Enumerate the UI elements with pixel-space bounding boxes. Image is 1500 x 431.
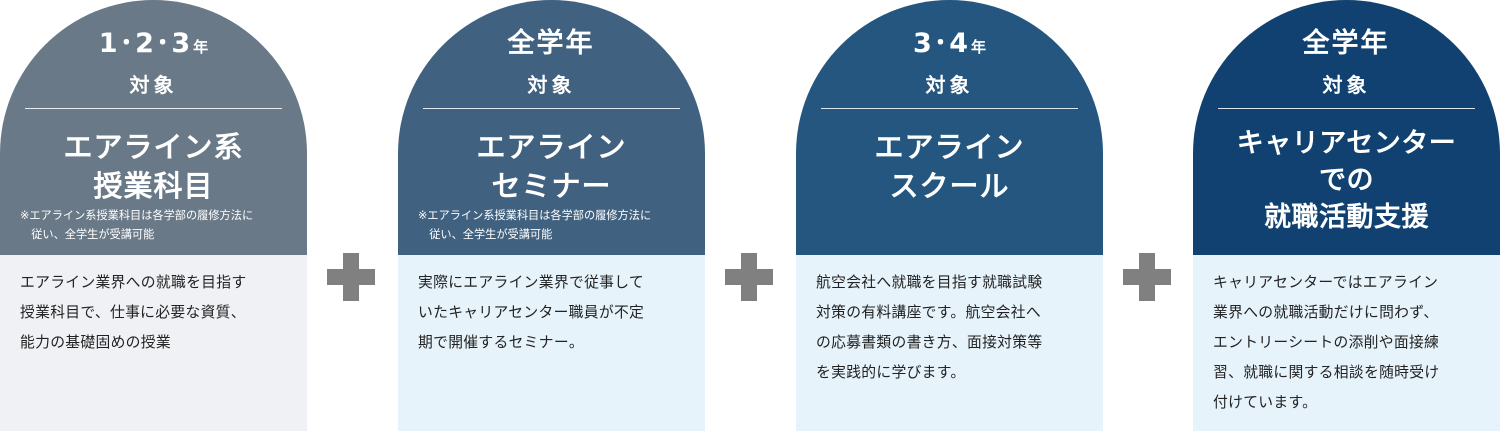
card-description: 実際にエアライン業界で従事して いたキャリアセンター職員が不定 期で開催するセミ… bbox=[418, 274, 645, 351]
target-grade-suffix: 年 bbox=[971, 38, 987, 56]
target-grade: 全学年 bbox=[1193, 30, 1500, 57]
target-grade: 全学年 bbox=[398, 30, 705, 57]
header-divider bbox=[821, 108, 1078, 109]
plus-icon bbox=[327, 253, 375, 301]
card-body: キャリアセンターではエアライン 業界への就職活動だけに問わず、 エントリーシート… bbox=[1193, 255, 1500, 431]
target-label: 対象 bbox=[129, 73, 178, 97]
card-title: キャリアセンター での 就職活動支援 bbox=[1236, 128, 1457, 233]
header-divider bbox=[1218, 108, 1475, 109]
card-title: エアライン スクール bbox=[874, 130, 1025, 203]
plus-icon bbox=[725, 253, 773, 301]
card-header: 全学年 対象 エアライン セミナー ※エアライン系授業科目は各学部の履修方法に … bbox=[398, 0, 705, 255]
card-description: キャリアセンターではエアライン 業界への就職活動だけに問わず、 エントリーシート… bbox=[1213, 274, 1440, 411]
target-grade-main: 全学年 bbox=[1302, 28, 1390, 59]
card-body: 航空会社へ就職を目指す就職試験 対策の有料講座です。航空会社へ の応募書類の書き… bbox=[796, 255, 1103, 431]
card-header: 1･2･3年 対象 エアライン系 授業科目 ※エアライン系授業科目は各学部の履修… bbox=[0, 0, 307, 255]
program-card-airline-courses: 1･2･3年 対象 エアライン系 授業科目 ※エアライン系授業科目は各学部の履修… bbox=[0, 0, 307, 431]
card-note: ※エアライン系授業科目は各学部の履修方法に 従い、全学生が受講可能 bbox=[418, 209, 652, 241]
program-card-airline-seminar: 全学年 対象 エアライン セミナー ※エアライン系授業科目は各学部の履修方法に … bbox=[398, 0, 705, 431]
card-body: 実際にエアライン業界で従事して いたキャリアセンター職員が不定 期で開催するセミ… bbox=[398, 255, 705, 431]
plus-icon bbox=[1123, 253, 1171, 301]
card-title: エアライン系 授業科目 bbox=[63, 130, 244, 203]
target-grade-suffix: 年 bbox=[193, 38, 209, 56]
target-grade-main: 3･4 bbox=[912, 28, 971, 59]
card-description: エアライン業界への就職を目指す 授業科目で、仕事に必要な資質、 能力の基礎固めの… bbox=[20, 274, 247, 351]
card-header: 全学年 対象 キャリアセンター での 就職活動支援 bbox=[1193, 0, 1500, 255]
program-card-career-center: 全学年 対象 キャリアセンター での 就職活動支援 キャリアセンターではエアライ… bbox=[1193, 0, 1500, 431]
header-divider bbox=[423, 108, 680, 109]
target-grade-main: 1･2･3 bbox=[98, 28, 193, 59]
target-label: 対象 bbox=[1322, 73, 1371, 97]
card-title: エアライン セミナー bbox=[476, 130, 627, 203]
card-header: 3･4年 対象 エアライン スクール bbox=[796, 0, 1103, 255]
target-grade: 3･4年 bbox=[796, 30, 1103, 57]
card-note: ※エアライン系授業科目は各学部の履修方法に 従い、全学生が受講可能 bbox=[20, 209, 254, 241]
target-label: 対象 bbox=[925, 73, 974, 97]
card-description: 航空会社へ就職を目指す就職試験 対策の有料講座です。航空会社へ の応募書類の書き… bbox=[816, 274, 1043, 381]
header-divider bbox=[25, 108, 282, 109]
target-label: 対象 bbox=[527, 73, 576, 97]
target-grade: 1･2･3年 bbox=[0, 30, 307, 57]
target-grade-main: 全学年 bbox=[507, 28, 595, 59]
card-body: エアライン業界への就職を目指す 授業科目で、仕事に必要な資質、 能力の基礎固めの… bbox=[0, 255, 307, 431]
program-card-airline-school: 3･4年 対象 エアライン スクール 航空会社へ就職を目指す就職試験 対策の有料… bbox=[796, 0, 1103, 431]
